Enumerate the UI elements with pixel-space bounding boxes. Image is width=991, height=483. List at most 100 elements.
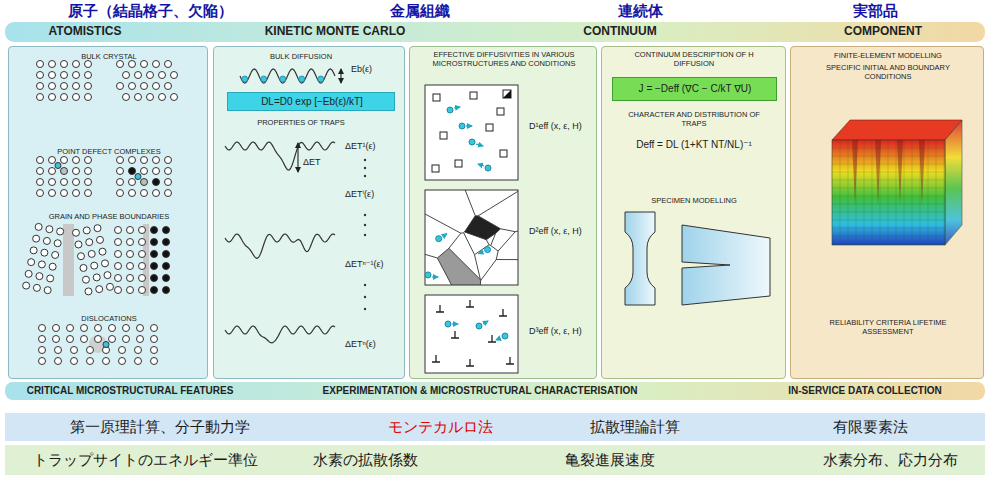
text-slot: 連続体 <box>575 2 705 19</box>
node-text: BULK CRYSTAL <box>14 53 204 62</box>
node-text: EXPERIMENTATION & MICROSTRUCTURAL CHARAC… <box>280 385 680 397</box>
activity-band: CRITICAL MICROSTRUCTURAL FEATURES EXPERIM… <box>5 382 985 400</box>
node-text: 拡散理論計算 <box>550 418 720 435</box>
node-text: D¹eff (x, ε, H) <box>529 121 597 131</box>
node-text: Eb(ε) <box>351 64 401 74</box>
node-text: ΔETⁿ(ε) <box>345 339 407 349</box>
microstructure-panel: EFFECTIVE DIFFUSIVITIES IN VARIOUS MICRO… <box>409 46 597 379</box>
node-text: IN-SERVICE DATA COLLECTION <box>740 385 990 397</box>
node-text: ΔETⁱ(ε) <box>345 189 407 199</box>
kmc-panel: BULK DIFFUSION Eb(ε) PROPERTIES OF TRAPS ΔE… <box>213 46 405 379</box>
node-text: 亀裂進展速度 <box>525 451 695 468</box>
text-slot: ΔET <box>303 157 337 167</box>
node-text: KINETIC MONTE CARLO <box>225 25 445 39</box>
node-text: Deff = DL (1+KT NT/NL)⁻¹ <box>605 139 783 151</box>
node-text: SPECIFIC INITIAL AND BOUNDARY CONDITIONS <box>813 64 963 81</box>
node-text: ATOMISTICS <box>0 25 170 39</box>
node-text: D²eff (x, ε, H) <box>529 226 597 236</box>
node-text: PROPERTIES OF TRAPS <box>216 119 386 128</box>
text-slot: 亀裂進展速度 <box>525 451 695 468</box>
node-text: DL=D0 exp [−Eb(ε)/kT] <box>231 96 393 108</box>
text-slot: 有限要素法 <box>785 418 955 435</box>
formula-box: J = −Deff (∇C − C/kT ∇U) <box>612 77 777 101</box>
node-text: GRAIN AND PHASE BOUNDARIES <box>14 213 204 222</box>
output-band: トラップサイトのエネルギー準位水素の拡散係数 亀裂進展速度 水素分布、応力分布 <box>5 445 985 475</box>
node-text: POINT DEFECT COMPLEXES <box>14 148 204 157</box>
text-slot: CONTINUUM DESCRIPTION OF H DIFFUSION <box>619 51 769 68</box>
text-slot: ΔETⁿ(ε) <box>345 339 407 349</box>
node-text: EFFECTIVE DIFFUSIVITIES IN VARIOUS MICRO… <box>418 51 590 68</box>
method-band: 第一原理計算、分子動力学 モンテカルロ法 拡散理論計算 有限要素法 <box>5 413 985 441</box>
text-slot: モンテカルロ法 <box>355 418 525 435</box>
text-slot: CONTINUUM <box>535 25 705 39</box>
text-slot: FINITE-ELEMENT MODELLING <box>796 52 980 61</box>
node-text: CONTINUUM <box>535 25 705 39</box>
node-text: ΔETⁿ⁻¹(ε) <box>345 259 407 269</box>
text-slot: RELIABILITY CRITERIA LIFETIME ASSESSMENT <box>813 319 963 336</box>
node-text: SPECIMEN MODELLING <box>619 197 769 206</box>
text-slot: EXPERIMENTATION & MICROSTRUCTURAL CHARAC… <box>280 385 680 397</box>
text-slot: BULK CRYSTAL <box>14 53 204 62</box>
text-slot: IN-SERVICE DATA COLLECTION <box>740 385 990 397</box>
component-panel: FINITE-ELEMENT MODELLING SPECIFIC INITIAL… <box>790 46 984 379</box>
node-text: CHARACTER AND DISTRIBUTION OF TRAPS <box>619 111 769 128</box>
text-slot: KINETIC MONTE CARLO <box>225 25 445 39</box>
node-text: モンテカルロ法 <box>355 418 525 435</box>
text-slot: CRITICAL MICROSTRUCTURAL FEATURES <box>5 385 255 397</box>
node-text: ΔET <box>303 157 337 167</box>
text-slot: DL=D0 exp [−Eb(ε)/kT] <box>231 96 393 108</box>
text-slot: DISLOCATIONS <box>14 315 204 324</box>
text-slot: ATOMISTICS <box>0 25 170 39</box>
node-text: DISLOCATIONS <box>14 315 204 324</box>
text-slot: COMPONENT <box>798 25 968 39</box>
text-slot: SPECIFIC INITIAL AND BOUNDARY CONDITIONS <box>813 64 963 81</box>
scale-band: ATOMISTICSKINETIC MONTE CARLOCONTINUUMCO… <box>5 22 985 42</box>
formula-box: DL=D0 exp [−Eb(ε)/kT] <box>227 92 395 111</box>
text-slot: D³eff (x, ε, H) <box>529 326 597 336</box>
text-slot: GRAIN AND PHASE BOUNDARIES <box>14 213 204 222</box>
node-text: CRITICAL MICROSTRUCTURAL FEATURES <box>5 385 255 397</box>
text-slot: ΔET¹(ε) <box>345 141 407 151</box>
node-text: RELIABILITY CRITERIA LIFETIME ASSESSMENT <box>813 319 963 336</box>
scale-heading: 金属組織 <box>355 2 485 19</box>
text-slot: 金属組織 <box>355 2 485 19</box>
node-text: 水素分布、応力分布 <box>795 451 985 468</box>
text-slot: BULK DIFFUSION <box>216 53 386 62</box>
node-text: BULK DIFFUSION <box>216 53 386 62</box>
text-slot: ΔETⁿ⁻¹(ε) <box>345 259 407 269</box>
node-text: 有限要素法 <box>785 418 955 435</box>
text-slot: トラップサイトのエネルギー準位 <box>15 451 275 468</box>
text-slot: CHARACTER AND DISTRIBUTION OF TRAPS <box>619 111 769 128</box>
text-slot: 実部品 <box>810 2 940 19</box>
node-text: J = −Deff (∇C − C/kT ∇U) <box>616 83 775 95</box>
node-text: 水素の拡散係数 <box>280 451 450 468</box>
text-slot: Eb(ε) <box>351 64 401 74</box>
node-text: COMPONENT <box>798 25 968 39</box>
text-slot: 第一原理計算、分子動力学 <box>35 418 285 435</box>
text-slot: 拡散理論計算 <box>550 418 720 435</box>
text-slot: D²eff (x, ε, H) <box>529 226 597 236</box>
text-slot: 水素の拡散係数 <box>280 451 450 468</box>
text-slot: 原子（結晶格子、欠陥） <box>40 2 260 19</box>
scale-heading: 連続体 <box>575 2 705 19</box>
text-slot: 水素分布、応力分布 <box>795 451 985 468</box>
text-slot: POINT DEFECT COMPLEXES <box>14 148 204 157</box>
node-text: CONTINUUM DESCRIPTION OF H DIFFUSION <box>619 51 769 68</box>
node-text: D³eff (x, ε, H) <box>529 326 597 336</box>
atomistics-panel: BULK CRYSTAL POINT DEFECT COMPLEXES GRAIN … <box>8 46 208 379</box>
node-text: 第一原理計算、分子動力学 <box>35 418 285 435</box>
text-slot: Deff = DL (1+KT NT/NL)⁻¹ <box>605 139 783 151</box>
continuum-panel: CONTINUUM DESCRIPTION OF H DIFFUSION CHAR… <box>601 46 786 379</box>
text-slot: PROPERTIES OF TRAPS <box>216 119 386 128</box>
scale-heading: 実部品 <box>810 2 940 19</box>
node-text: ΔET¹(ε) <box>345 141 407 151</box>
text-slot: SPECIMEN MODELLING <box>619 197 769 206</box>
text-slot: EFFECTIVE DIFFUSIVITIES IN VARIOUS MICRO… <box>418 51 590 68</box>
node-text: トラップサイトのエネルギー準位 <box>15 451 275 468</box>
scale-heading: 原子（結晶格子、欠陥） <box>40 2 260 19</box>
text-slot: J = −Deff (∇C − C/kT ∇U) <box>616 83 775 95</box>
text-slot: ΔETⁱ(ε) <box>345 189 407 199</box>
node-text: FINITE-ELEMENT MODELLING <box>796 52 980 61</box>
text-slot: D¹eff (x, ε, H) <box>529 121 597 131</box>
